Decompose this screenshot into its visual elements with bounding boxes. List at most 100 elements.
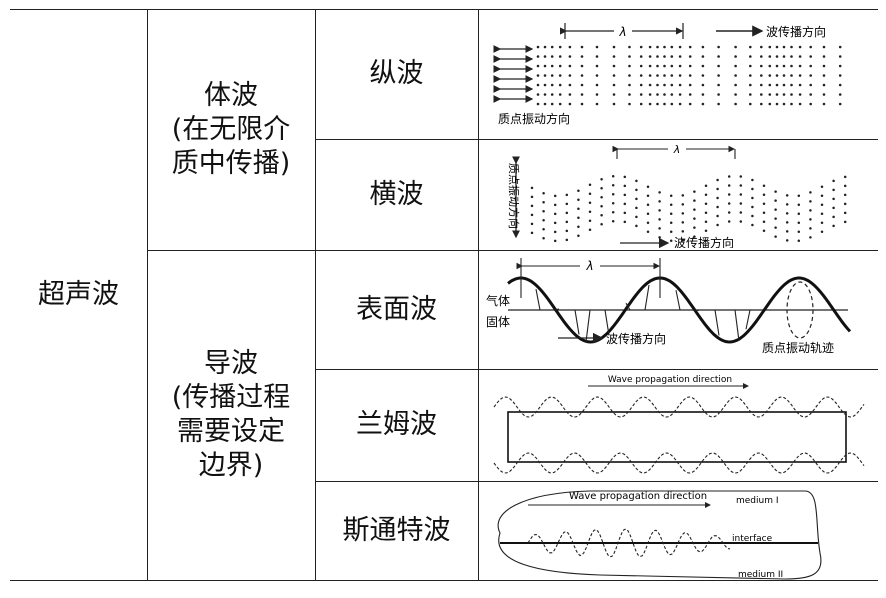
particle-dot — [600, 195, 603, 199]
particle-dot — [550, 74, 554, 77]
col-divider-1 — [147, 9, 148, 580]
particle-dot — [832, 206, 835, 210]
propagation-direction-label: 波传播方向 — [606, 331, 666, 346]
particle-dot — [542, 236, 545, 240]
particle-dot — [656, 64, 659, 68]
particle-dot — [749, 102, 752, 106]
particle-dot — [822, 74, 826, 77]
vibration-arrow — [604, 309, 610, 336]
particle-dot — [843, 202, 847, 206]
particle-dot — [580, 64, 584, 68]
particle-dot — [669, 230, 673, 233]
particle-dot — [646, 194, 650, 198]
particle-dot — [670, 74, 674, 77]
particle-dot — [558, 93, 562, 96]
particle-dot — [611, 183, 615, 187]
particle-dot — [663, 74, 666, 77]
particle-dot — [530, 204, 534, 208]
group-line: 边界) — [198, 450, 264, 481]
particle-dot — [530, 186, 534, 190]
particle-dot — [760, 83, 763, 87]
particle-dot — [565, 229, 569, 233]
particle-dot — [809, 45, 812, 49]
particle-dot — [536, 83, 540, 87]
particle-dot — [693, 217, 696, 220]
particle-dot — [612, 45, 616, 49]
particle-dot — [782, 45, 786, 49]
particle-dot — [558, 74, 562, 77]
particle-dot — [716, 178, 719, 182]
particle-dot — [658, 227, 661, 230]
particle-dot — [809, 102, 812, 106]
particle-dot — [635, 224, 638, 228]
lamb-wave-figure: Wave propagation direction — [493, 375, 865, 474]
particle-dot — [595, 55, 599, 58]
particle-dot — [790, 64, 793, 68]
particle-dot — [820, 194, 824, 198]
particle-dot — [678, 45, 682, 49]
particle-dot — [669, 239, 673, 242]
particle-dot — [727, 184, 731, 187]
particle-dot — [820, 221, 824, 225]
wavelength-label: λ — [585, 259, 593, 273]
particle-dot — [774, 208, 777, 211]
particle-dot — [701, 83, 705, 87]
particle-dot — [656, 45, 659, 49]
vibration-arrow — [585, 309, 591, 343]
particle-dot — [588, 228, 592, 231]
particle-dot — [832, 188, 835, 192]
particle-dot — [774, 235, 777, 238]
particle-dot — [648, 93, 652, 96]
particle-dot — [611, 219, 615, 223]
particle-dot — [681, 194, 685, 197]
particle-dot — [693, 235, 696, 238]
particle-dot — [832, 197, 835, 201]
particle-dot — [658, 191, 661, 194]
particle-dot — [797, 203, 801, 206]
particle-dot — [623, 202, 627, 206]
particle-dot — [782, 93, 786, 96]
particle-dot — [701, 74, 705, 77]
particle-dot — [656, 55, 659, 58]
particle-dot — [716, 196, 719, 200]
particle-dot — [623, 193, 627, 197]
longitudinal-wave-figure: λ 波传播方向 质点振动方向 — [493, 23, 842, 126]
particle-dot — [542, 200, 545, 204]
particle-dot — [553, 230, 557, 234]
particle-dot — [790, 55, 793, 58]
particle-dot — [663, 64, 666, 68]
particle-dot — [543, 83, 547, 87]
particle-dot — [751, 223, 754, 227]
particle-dot — [558, 64, 562, 68]
particle-dot — [838, 45, 842, 49]
particle-dot — [688, 93, 692, 96]
particle-dot — [809, 191, 812, 194]
group-line: 需要设定 — [176, 416, 285, 447]
particle-dot — [762, 211, 766, 214]
particle-dot — [809, 236, 812, 239]
particle-dot — [768, 83, 772, 87]
particle-dot — [798, 83, 802, 87]
table-top-border — [10, 9, 878, 10]
particle-dot — [611, 174, 615, 178]
particle-dot — [760, 45, 763, 49]
surface-wave-figure: λ 气体 固体 波传播方向 质点振动轨迹 — [486, 258, 852, 355]
particle-dot — [790, 74, 793, 77]
particle-dot — [635, 215, 638, 219]
particle-dot — [838, 83, 842, 87]
particle-dot — [612, 102, 616, 106]
particle-dot — [749, 83, 752, 87]
particle-dot — [775, 74, 779, 77]
particle-dot — [550, 83, 554, 87]
particle-dot — [838, 55, 842, 58]
particle-dot — [543, 45, 547, 49]
group-label-guided-wave: 导波 (传播过程 需要设定 边界) — [147, 250, 315, 580]
particle-dot — [612, 93, 616, 96]
particle-dot — [658, 200, 661, 203]
particle-dot — [646, 212, 650, 216]
particle-dot — [749, 55, 752, 58]
particle-dot — [600, 204, 603, 208]
particle-dot — [568, 83, 572, 87]
particle-dot — [774, 199, 777, 202]
stoneley-wave-figure: Wave propagation direction medium I inte… — [497, 490, 822, 580]
